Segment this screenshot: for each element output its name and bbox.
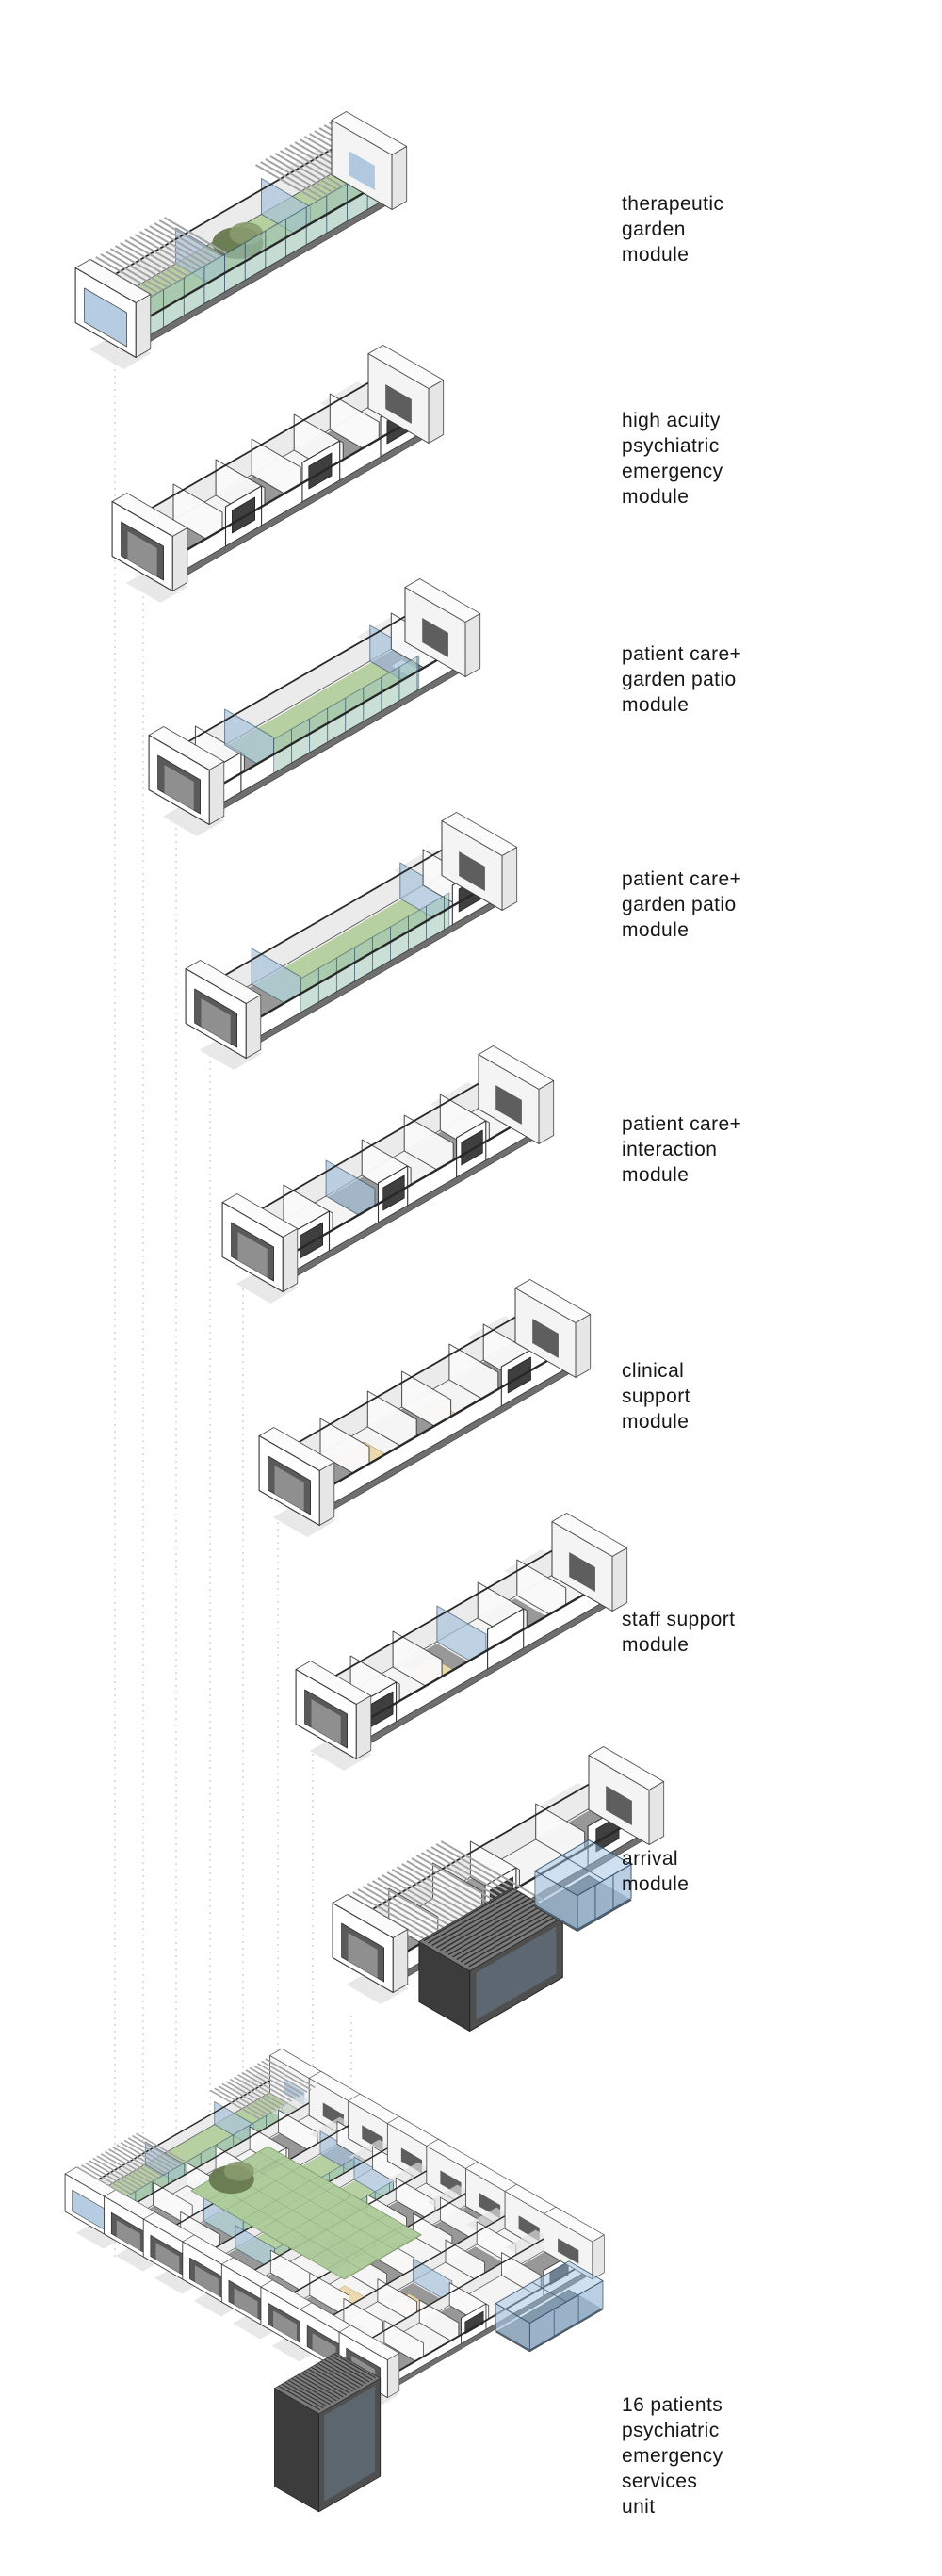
module-therapeutic-garden-module: [74, 111, 408, 369]
dashed-guide-lines: [114, 356, 352, 2260]
assembly-assembled-unit: [64, 2048, 605, 2513]
label-patient-care-garden-patio-module-2: patient care+ garden patio module: [622, 868, 742, 941]
label-staff-support-module: staff support module: [622, 1609, 736, 1656]
label-arrival-module: arrival module: [622, 1848, 690, 1895]
label-patient-care-interaction-module: patient care+ interaction module: [622, 1113, 742, 1186]
label-patient-care-garden-patio-module-1: patient care+ garden patio module: [622, 643, 742, 716]
label-assembled-unit: 16 patients psychiatric emergency servic…: [622, 2394, 723, 2518]
module-patient-care-interaction-module: [221, 1045, 555, 1304]
module-clinical-support-module: [258, 1279, 592, 1537]
module-patient-care-garden-patio-module-1: [148, 578, 481, 836]
label-clinical-support-module: clinical support module: [622, 1360, 690, 1433]
module-arrival-module: [332, 1746, 665, 2032]
label-therapeutic-garden-module: therapeutic garden module: [622, 193, 724, 266]
module-staff-support-module: [295, 1513, 628, 1771]
label-high-acuity-psychiatric-emergency-module: high acuity psychiatric emergency module: [622, 410, 723, 508]
module-high-acuity-psychiatric-emergency-module: [111, 345, 445, 603]
module-patient-care-garden-patio-module-2: [185, 812, 518, 1070]
